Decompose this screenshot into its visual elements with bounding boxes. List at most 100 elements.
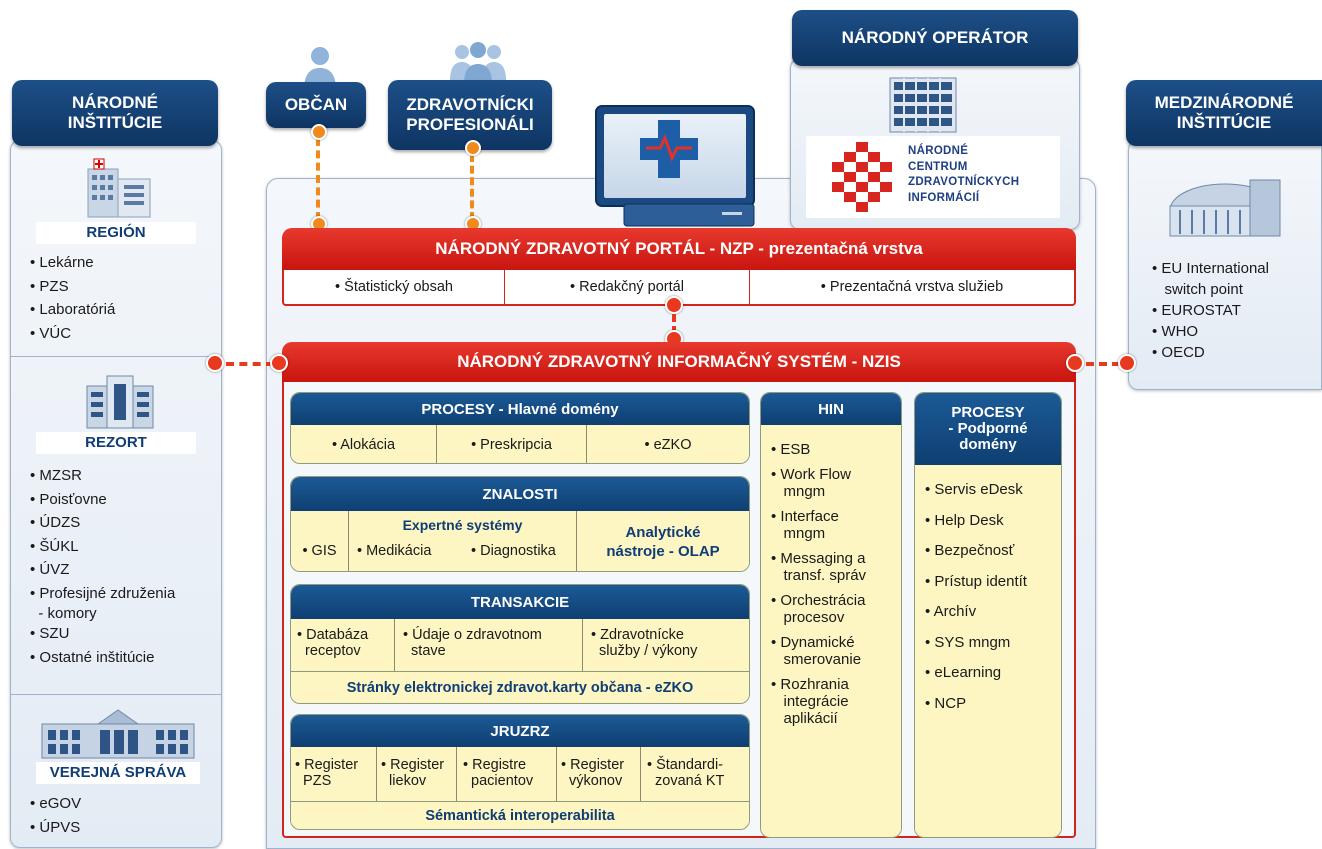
nzp-cell: • Štatistický obsah <box>284 270 505 304</box>
nzp-cell: • Redakčný portál <box>505 270 750 304</box>
list-item: - komory <box>30 605 97 622</box>
eu-parliament-building-icon <box>1169 179 1281 237</box>
ezko-footer: Stránky elektronickej zdravot.karty obča… <box>291 671 749 703</box>
hospital-icon <box>87 158 151 218</box>
list-item: • MZSR <box>30 467 82 484</box>
diagnostics-item: • Diagnostika <box>471 543 556 559</box>
hin-box: HIN • ESB • Work Flow mngm • Interface m… <box>760 392 902 838</box>
office-building-icon <box>889 77 957 133</box>
connector-dot <box>1066 354 1084 372</box>
main-processes-title: PROCESY - Hlavné domény <box>291 393 749 425</box>
list-item: • Lekárne <box>30 254 94 271</box>
olap-cell: Analytické nástroje - OLAP <box>606 524 720 560</box>
hin-list: • ESB • Work Flow mngm • Interface mngm … <box>761 425 901 837</box>
nzp-nzis-connector <box>672 314 676 334</box>
public-administration-building-icon <box>41 709 195 759</box>
list-item: • Bezpečnosť <box>925 542 1015 559</box>
international-list: • EU International switch point • EUROST… <box>1152 258 1317 363</box>
transaction-cell: • Databáza receptov <box>291 619 395 671</box>
process-cell: • Preskripcia <box>437 425 587 463</box>
nzp-title: NÁRODNÝ ZDRAVOTNÝ PORTÁL - NZP - prezent… <box>282 228 1076 270</box>
list-item: • Laboratóriá <box>30 301 116 318</box>
rezort-list: • MZSR • Poisťovne • ÚDZS • ŠÚKL • ÚVZ •… <box>30 464 220 669</box>
list-item: • Messaging a transf. správ <box>771 550 867 584</box>
connector-dot <box>1118 354 1136 372</box>
register-cell: • Register PZS <box>291 747 377 801</box>
list-item: • SZU <box>30 625 70 642</box>
registers-box: JRUZRZ • Register PZS • Register liekov … <box>290 714 750 830</box>
national-institutions-title: NÁRODNÉ INŠTITÚCIE <box>12 80 218 146</box>
list-item: • Dynamické smerovanie <box>771 634 862 668</box>
divider <box>10 694 222 695</box>
list-item: • NCP <box>925 694 967 712</box>
list-item: • VÚC <box>30 324 72 342</box>
list-item: • OECD <box>1152 344 1205 361</box>
list-item: • Help Desk <box>925 511 1004 529</box>
right-connector <box>1086 362 1120 366</box>
citizen-button[interactable]: OBČAN <box>266 82 366 128</box>
connector-dot <box>665 296 683 314</box>
nzp-cells: • Štatistický obsah • Redakčný portál • … <box>284 270 1074 304</box>
register-cell: • Štandardi- zovaná KT <box>647 757 725 789</box>
list-item: • eGOV <box>30 795 82 812</box>
list-item: • PZS <box>30 277 69 295</box>
transaction-cell: • Zdravotnícke služby / výkony <box>591 627 698 659</box>
list-item: • ŠÚKL <box>30 537 79 555</box>
expert-systems-label: Expertné systémy <box>402 517 523 533</box>
region-label: REGIÓN <box>36 222 196 244</box>
register-cell: • Register výkonov <box>557 747 641 801</box>
gis-cell: • GIS <box>291 511 349 571</box>
public-administration-label: VEREJNÁ SPRÁVA <box>36 762 200 784</box>
medication-item: • Medikácia <box>357 543 432 559</box>
computer-monitor-icon <box>595 105 755 227</box>
nczi-logo-text: NÁRODNÉ CENTRUM ZDRAVOTNÍCKYCH INFORMÁCI… <box>908 145 1020 204</box>
list-item: • Poisťovne <box>30 490 107 508</box>
knowledge-box: ZNALOSTI • GIS Expertné systémy • Mediká… <box>290 476 750 572</box>
list-item: • SYS mngm <box>925 633 1011 651</box>
support-processes-list: • Servis eDesk • Help Desk • Bezpečnosť … <box>915 465 1061 837</box>
connector-dot <box>465 140 481 156</box>
list-item: • WHO <box>1152 323 1199 340</box>
semantic-interoperability-footer: Sémantická interoperabilita <box>291 801 749 829</box>
transactions-box: TRANSAKCIE • Databáza receptov • Údaje o… <box>290 584 750 704</box>
list-item: • Rozhrania integrácie aplikácií <box>771 676 849 727</box>
knowledge-title: ZNALOSTI <box>291 477 749 511</box>
nzp-cell: • Prezentačná vrstva služieb <box>820 279 1004 295</box>
list-item: • Servis eDesk <box>925 481 1023 498</box>
nzis-title: NÁRODNÝ ZDRAVOTNÝ INFORMAČNÝ SYSTÉM - NZ… <box>282 342 1076 382</box>
rezort-label: REZORT <box>36 432 196 454</box>
list-item: • Interface mngm <box>771 508 839 542</box>
connector-dot <box>270 354 288 372</box>
list-item: • Archív <box>925 603 977 620</box>
register-cell: • Register liekov <box>377 747 457 801</box>
professionals-connector <box>470 154 474 220</box>
list-item: • eLearning <box>925 664 1002 681</box>
citizen-connector <box>316 138 320 220</box>
register-cell: • Registre pacientov <box>457 747 557 801</box>
support-processes-box: PROCESY - Podporné domény • Servis eDesk… <box>914 392 1062 838</box>
registers-title: JRUZRZ <box>291 715 749 747</box>
divider <box>10 356 222 357</box>
process-cell: • Alokácia <box>291 425 437 463</box>
list-item: • Orchestrácia procesov <box>771 592 866 626</box>
list-item: switch point <box>1152 281 1243 298</box>
list-item: • EUROSTAT <box>1152 302 1241 319</box>
public-administration-list: • eGOV • ÚPVS <box>30 792 210 839</box>
transactions-title: TRANSAKCIE <box>291 585 749 619</box>
connector-dot <box>206 354 224 372</box>
region-list: • Lekárne • PZS • Laboratóriá • VÚC <box>30 251 210 345</box>
hin-title: HIN <box>761 393 901 425</box>
left-connector <box>226 362 274 366</box>
connector-dot <box>311 124 327 140</box>
main-processes-box: PROCESY - Hlavné domény • Alokácia • Pre… <box>290 392 750 464</box>
national-operator-title: NÁRODNÝ OPERÁTOR <box>792 10 1078 66</box>
list-item: • ÚVZ <box>30 561 70 578</box>
transaction-cell: • Údaje o zdravotnom stave <box>395 619 583 671</box>
list-item: • EU International <box>1152 260 1269 277</box>
list-item: • ESB <box>771 441 811 458</box>
health-professionals-button[interactable]: ZDRAVOTNÍCKI PROFESIONÁLI <box>388 80 552 150</box>
expert-systems-cell: Expertné systémy • Medikácia • Diagnosti… <box>349 511 577 571</box>
nczi-logo-mark <box>832 142 892 212</box>
list-item: • ÚPVS <box>30 818 81 836</box>
list-item: • Work Flow mngm <box>771 466 851 500</box>
